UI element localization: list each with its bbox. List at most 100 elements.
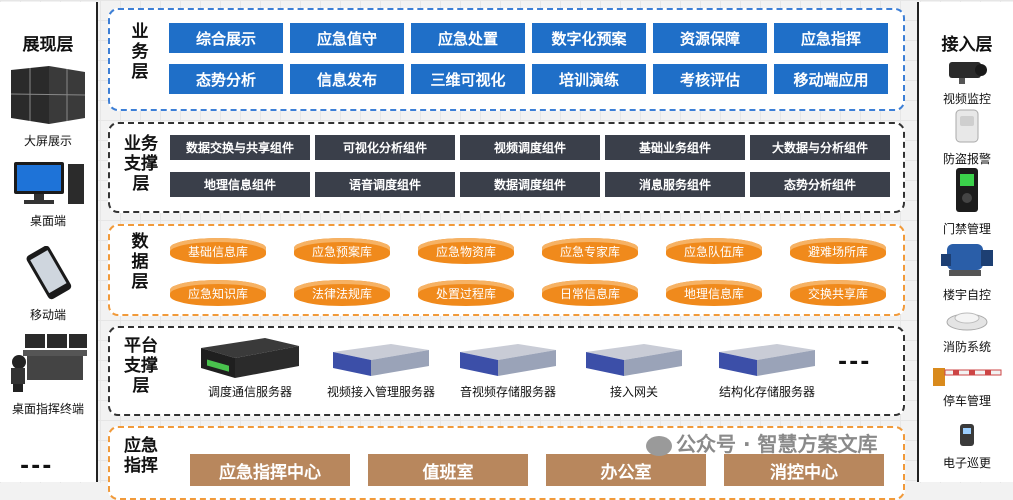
module-button[interactable]: 应急处置	[411, 23, 525, 53]
server-video-access[interactable]: 视频接入管理服务器	[316, 340, 446, 400]
module-button[interactable]: 考核评估	[653, 64, 767, 94]
database-cylinder[interactable]: 应急专家库	[542, 238, 638, 264]
device-label: 防盗报警	[942, 152, 991, 166]
fire-control-center-button[interactable]: 消控中心	[724, 454, 884, 486]
building-control-icon	[941, 244, 993, 276]
server-dispatch[interactable]: 调度通信服务器	[190, 334, 310, 400]
device-patrol: 电子巡更	[919, 422, 1013, 471]
device-label: 桌面端	[29, 214, 66, 228]
device-label: 视频监控	[942, 92, 991, 106]
database-cylinder[interactable]: 法律法规库	[294, 280, 390, 306]
business-support-layer: 业务支撑层 数据交换与共享组件 可视化分析组件 视频调度组件 基础业务组件 大数…	[108, 122, 905, 213]
device-desktop: 桌面端	[0, 158, 96, 229]
database-cylinder[interactable]: 处置过程库	[418, 280, 514, 306]
component-button[interactable]: 可视化分析组件	[315, 135, 455, 160]
component-button[interactable]: 消息服务组件	[605, 172, 745, 197]
wechat-logo-icon	[646, 435, 672, 456]
server-label: 调度通信服务器	[207, 385, 292, 399]
device-label: 桌面指挥终端	[11, 402, 84, 416]
server-blue-icon	[719, 344, 815, 376]
module-button[interactable]: 培训演练	[532, 64, 646, 94]
module-button[interactable]: 移动端应用	[774, 64, 888, 94]
database-cylinder[interactable]: 应急队伍库	[666, 238, 762, 264]
server-gateway[interactable]: 接入网关	[578, 340, 690, 400]
watermark: 公众号 · 智慧方案文库	[646, 428, 878, 457]
component-button[interactable]: 语音调度组件	[315, 172, 455, 197]
database-cylinder[interactable]: 避难场所库	[790, 238, 886, 264]
device-building-control: 楼宇自控	[919, 236, 1013, 303]
command-center-button[interactable]: 应急指挥中心	[190, 454, 350, 486]
duty-room-button[interactable]: 值班室	[368, 454, 528, 486]
smoke-detector-icon	[946, 312, 988, 331]
component-button[interactable]: 数据交换与共享组件	[170, 135, 310, 160]
module-button[interactable]: 应急值守	[290, 23, 404, 53]
server-blue-icon	[586, 344, 682, 376]
access-control-icon	[956, 168, 978, 212]
module-button[interactable]: 态势分析	[169, 64, 283, 94]
server-black-icon	[201, 338, 299, 378]
database-cylinder[interactable]: 应急物资库	[418, 238, 514, 264]
component-button[interactable]: 基础业务组件	[605, 135, 745, 160]
database-cylinder[interactable]: 应急预案库	[294, 238, 390, 264]
device-label: 移动端	[29, 308, 66, 322]
component-button[interactable]: 态势分析组件	[750, 172, 890, 197]
database-cylinder[interactable]: 应急知识库	[170, 280, 266, 306]
alarm-sensor-icon	[955, 109, 979, 143]
command-console-icon	[11, 334, 87, 392]
server-blue-icon	[333, 344, 429, 376]
device-label: 消防系统	[942, 340, 991, 354]
device-label: 大屏展示	[23, 134, 72, 148]
component-button[interactable]: 大数据与分析组件	[750, 135, 890, 160]
business-layer-label: 业务层	[131, 22, 149, 82]
device-command-console: 桌面指挥终端	[0, 332, 96, 417]
data-layer-label: 数据层	[131, 232, 149, 292]
module-button[interactable]: 综合展示	[169, 23, 283, 53]
database-cylinder[interactable]: 地理信息库	[666, 280, 762, 306]
business-layer: 业务层 综合展示 应急值守 应急处置 数字化预案 资源保障 应急指挥 态势分析 …	[108, 8, 905, 111]
module-button[interactable]: 应急指挥	[774, 23, 888, 53]
device-video-wall: 大屏展示	[0, 64, 96, 149]
presentation-layer-title: 展现层	[22, 35, 74, 55]
presentation-layer-panel: 展现层 大屏展示 桌面端 移动端	[0, 2, 98, 482]
camera-icon	[949, 62, 987, 84]
server-label: 视频接入管理服务器	[326, 385, 435, 399]
server-structured-storage[interactable]: 结构化存储服务器	[704, 340, 830, 400]
server-label: 结构化存储服务器	[718, 385, 815, 399]
patrol-icon	[960, 424, 974, 446]
platform-support-layer: 平台支撑层 调度通信服务器 视频接入管理服务器 音视频存储服务器	[108, 326, 905, 416]
database-cylinder[interactable]: 基础信息库	[170, 238, 266, 264]
office-button[interactable]: 办公室	[546, 454, 706, 486]
device-access-control: 门禁管理	[919, 166, 1013, 237]
module-button[interactable]: 三维可视化	[411, 64, 525, 94]
database-cylinder[interactable]: 日常信息库	[542, 280, 638, 306]
component-button[interactable]: 视频调度组件	[460, 135, 600, 160]
device-label: 楼宇自控	[942, 288, 991, 302]
more-indicator: ---	[838, 350, 872, 375]
component-button[interactable]: 地理信息组件	[170, 172, 310, 197]
command-layer-label: 应急指挥	[124, 436, 158, 476]
database-cylinder[interactable]: 交换共享库	[790, 280, 886, 306]
mobile-phone-icon	[26, 245, 72, 300]
module-button[interactable]: 资源保障	[653, 23, 767, 53]
access-layer-panel: 接入层 视频监控 防盗报警 门禁管理 楼宇自控	[917, 2, 1013, 482]
server-av-storage[interactable]: 音视频存储服务器	[448, 340, 568, 400]
server-label: 音视频存储服务器	[459, 385, 556, 399]
more-indicator: ---	[20, 454, 54, 479]
access-layer-title: 接入层	[941, 35, 993, 55]
server-blue-icon	[460, 344, 556, 376]
support-layer-label: 业务支撑层	[124, 134, 158, 194]
device-video-monitor: 视频监控	[919, 58, 1013, 107]
video-wall-icon	[10, 66, 86, 124]
platform-layer-label: 平台支撑层	[124, 336, 158, 396]
component-button[interactable]: 数据调度组件	[460, 172, 600, 197]
device-fire-system: 消防系统	[919, 308, 1013, 355]
device-label: 电子巡更	[942, 456, 991, 470]
device-parking: 停车管理	[919, 364, 1013, 409]
data-layer: 数据层 基础信息库 应急预案库 应急物资库 应急专家库 应急队伍库 避难场所库 …	[108, 224, 905, 316]
device-label: 停车管理	[942, 394, 991, 408]
device-mobile: 移动端	[0, 245, 96, 323]
module-button[interactable]: 信息发布	[290, 64, 404, 94]
device-alarm: 防盗报警	[919, 108, 1013, 167]
module-button[interactable]: 数字化预案	[532, 23, 646, 53]
parking-barrier-icon	[933, 368, 1002, 386]
